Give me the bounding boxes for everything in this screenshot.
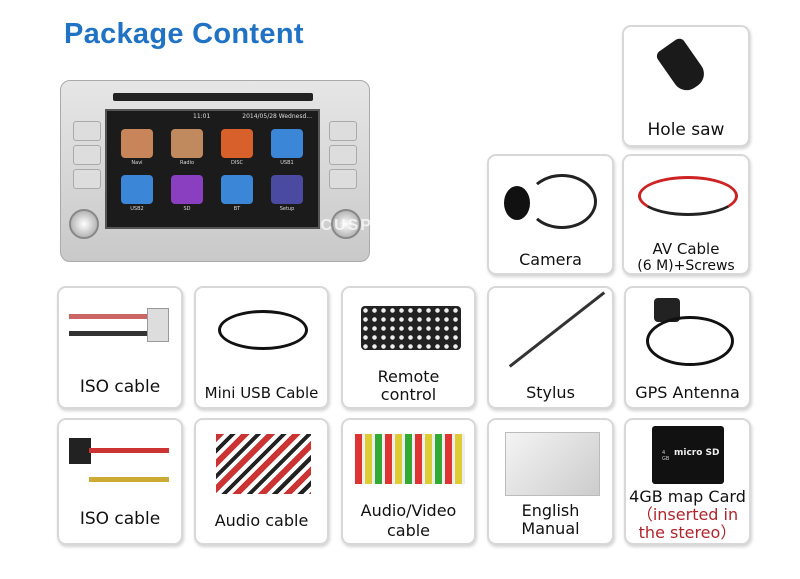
camera-cable-image (527, 174, 597, 229)
app-label: Radio (179, 160, 195, 166)
app-label: USB2 (130, 206, 144, 212)
status-bar: 11:01 2014/05/28 Wednesd... (107, 113, 318, 123)
sd-size-text: 4 GB (662, 450, 670, 462)
head-unit-screen: 11:01 2014/05/28 Wednesd... Navi Radio DIS… (105, 109, 320, 229)
app-icon-usb1 (271, 129, 303, 158)
item-label: Camera (519, 250, 582, 269)
status-time: 11:01 (193, 113, 211, 120)
item-note: （inserted in (636, 505, 739, 524)
item-label: Mini USB Cable (204, 384, 319, 402)
item-label: (6 M)+Screws (637, 258, 735, 274)
side-button (329, 145, 357, 165)
item-gps: GPS Antenna (624, 286, 751, 409)
iso-cable-image (69, 314, 154, 336)
app-icon-navi (121, 129, 153, 158)
watermark: CUSP (320, 217, 373, 234)
item-note: the stereo） (638, 523, 737, 542)
item-av-video-cable: Audio/Video cable (341, 418, 476, 545)
item-iso-cable: ISO cable (57, 286, 183, 409)
app-icon-sd (171, 175, 203, 204)
item-label: Audio cable (214, 511, 309, 530)
side-button (73, 169, 101, 189)
iso-connector-image (147, 308, 169, 342)
side-button (73, 145, 101, 165)
app-label: USB1 (280, 160, 294, 166)
item-label: Audio/Video (360, 501, 457, 520)
camera-image (504, 186, 530, 220)
app-label: Setup (279, 206, 295, 212)
side-button (73, 121, 101, 141)
item-label: English (521, 501, 580, 520)
app-icon-bt (221, 175, 253, 204)
tune-knob (331, 209, 361, 239)
item-iso-cable-2: ISO cable (57, 418, 183, 545)
item-label: AV Cable (652, 240, 720, 258)
item-label: Hole saw (647, 120, 725, 140)
hole-saw-image (654, 36, 710, 96)
item-label: Remote (377, 367, 440, 386)
manual-image (505, 432, 600, 496)
item-hole-saw: Hole saw (622, 25, 750, 147)
stylus-image (508, 291, 606, 368)
item-mini-usb: Mini USB Cable (194, 286, 329, 409)
page-title: Package Content (64, 18, 304, 50)
iso-cable-image (89, 448, 169, 482)
app-label: Navi (131, 160, 143, 166)
item-label: ISO cable (79, 377, 161, 397)
app-icon-disc (221, 129, 253, 158)
item-manual: English Manual (487, 418, 614, 545)
side-button (329, 169, 357, 189)
item-label: Manual (521, 519, 580, 538)
status-date: 2014/05/28 Wednesd... (242, 113, 312, 120)
disc-slot (113, 93, 313, 101)
app-label: DISC (231, 160, 243, 166)
item-label: Stylus (526, 383, 575, 402)
av-cable-image (638, 176, 738, 216)
app-icon-usb2 (121, 175, 153, 204)
item-label: cable (386, 521, 431, 540)
gps-cable-image (646, 316, 734, 366)
item-label: control (380, 385, 437, 404)
av-video-cable-image (355, 434, 465, 484)
audio-cable-image (216, 434, 311, 494)
item-label: GPS Antenna (635, 383, 740, 402)
item-audio-cable: Audio cable (194, 418, 329, 545)
app-label: BT (233, 206, 241, 212)
item-stylus: Stylus (487, 286, 614, 409)
remote-image (361, 306, 461, 350)
usb-cable-image (218, 310, 308, 350)
app-label: SD (183, 206, 191, 212)
app-icon-setup (271, 175, 303, 204)
app-icon-radio (171, 129, 203, 158)
volume-knob (69, 209, 99, 239)
head-unit-image: 11:01 2014/05/28 Wednesd... Navi Radio DIS… (60, 80, 373, 262)
iso-connector-image (69, 438, 91, 464)
item-label: 4GB map Card (629, 487, 746, 506)
side-button (329, 121, 357, 141)
item-remote: Remote control (341, 286, 476, 409)
item-map-card: micro SD 4 GB 4GB map Card （inserted in … (624, 418, 751, 545)
microsd-card-image: micro SD (652, 426, 724, 484)
item-label: ISO cable (79, 509, 161, 529)
item-camera: Camera (487, 154, 614, 275)
item-av-cable: AV Cable (6 M)+Screws (622, 154, 750, 275)
